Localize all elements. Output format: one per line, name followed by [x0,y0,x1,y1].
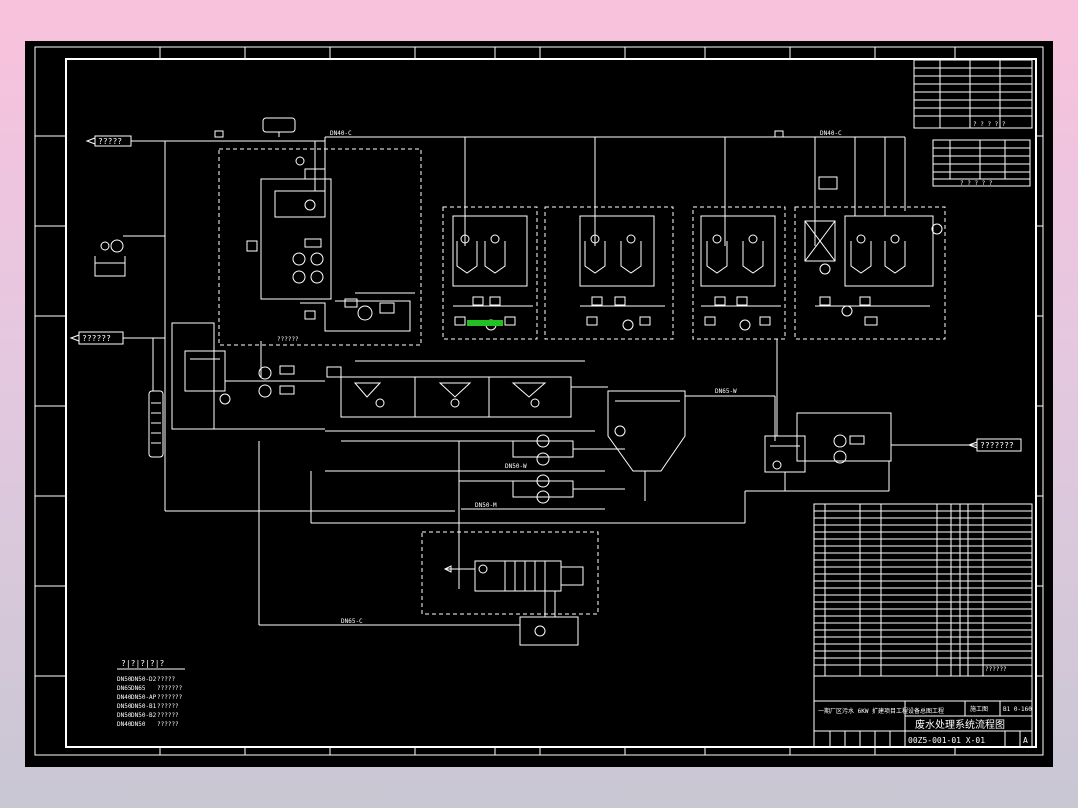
legend-cell: DN50 [117,676,132,683]
reaction-package-2 [544,206,674,340]
project-name: 一期厂区污水 6KW 扩建项目工程设备总图工程 [818,707,944,715]
revision-table-caption: ? ? ? ? ? [973,121,1006,128]
inlet-mid-label: ?????? [82,334,111,343]
legend-cell: DN50 [131,721,146,728]
legend-cell: ????? [157,676,175,683]
drawing-sheet: ? ? ? ? ? ? ? ? ? ? ????? DN40-C DN40-C [25,41,1053,767]
reaction-unit-4 [804,176,943,326]
legend-cell: ?????? [157,703,179,710]
filter-press [443,560,584,646]
legend-cell: DN50-D2 [131,676,157,683]
reaction-package-1 [442,206,538,340]
legend-cell: ?????? [157,712,179,719]
outlet-label: ??????? [980,441,1014,450]
outer-border [34,46,1044,756]
legend-cell: DN50-B1 [131,703,157,710]
sheet-scale: A [1023,736,1028,745]
sludge-line-label: DN50-M [475,502,497,509]
reaction-trough [325,360,595,442]
dosing-tank-left [94,235,165,277]
svg-text:??????: ?????? [277,336,299,343]
equipment-list-table [813,503,1033,677]
design-stage: 施工图 [970,705,988,713]
legend-title: ?|?|?|?|? [121,659,165,668]
drawing-code: B1 0-160 [1003,706,1032,713]
reaction-unit-3 [700,215,781,331]
legend-cell: DN40 [117,721,132,728]
legend-cell: DN65 [117,685,132,692]
mid-inlet: ?????? [69,331,165,458]
inlet-top-label: ????? [98,137,122,146]
equipment-table-caption: ? ? ? ? ? [960,180,993,187]
zone-ticks [35,47,1043,755]
legend-cell: DN50-AP [131,694,157,701]
title-block: 一期厂区污水 6KW 扩建项目工程设备总图工程 废水处理系统流程图 00Z5-0… [813,675,1033,748]
legend-cell: DN50 [117,712,132,719]
legend-cell: DN50 [117,703,132,710]
air-main-right-label: DN40-C [820,130,842,137]
chemical-prep-equipment: ?????? [246,141,415,343]
legend-cell: ??????? [157,685,183,692]
air-header: ????? DN40-C DN40-C [85,130,906,511]
bottom-line-label: DN65-C [341,618,363,625]
revision-table: ? ? ? ? ? [913,59,1033,129]
equipment-table-right: ? ? ? ? ? [932,139,1031,187]
drawing-frame [65,58,1037,748]
coil-filter [148,390,164,458]
sludge-pumps: DN50-M [458,434,625,589]
legend: ?|?|?|?|? [117,659,185,670]
parts-total: ?????? [985,666,1007,673]
reaction-unit-1 [452,215,533,331]
reaction-package-3 [692,206,786,340]
legend-cell: ??????? [157,694,183,701]
blower-unit [214,117,784,138]
legend-cell: DN50-B2 [131,712,157,719]
process-flow-diagram: ? ? ? ? ? ? ? ? ? ? ????? DN40-C DN40-C [34,46,1044,756]
svg-text:DN65-W: DN65-W [715,388,737,395]
legend-cell: DN65 [131,685,146,692]
legend-cell: DN40 [117,694,132,701]
reaction-package-4 [794,206,946,340]
final-tank: ??????? [745,339,1022,492]
chemical-prep-package [218,148,422,346]
reaction-unit-2 [579,215,665,331]
drain-lines: DN65-C DN50-W [165,341,746,626]
highlight-marker [467,320,503,326]
legend-cell: ?????? [157,721,179,728]
clarifier: DN65-W [571,386,776,501]
sludge-hopper [519,616,579,646]
sludge-package [421,531,599,615]
drain-line-label: DN50-W [505,463,527,470]
drawing-number: 00Z5-001-01 X-01 [908,736,985,745]
equalization-tank [171,322,325,430]
drawing-title: 废水处理系统流程图 [915,718,1005,731]
air-main-label: DN40-C [330,130,352,137]
